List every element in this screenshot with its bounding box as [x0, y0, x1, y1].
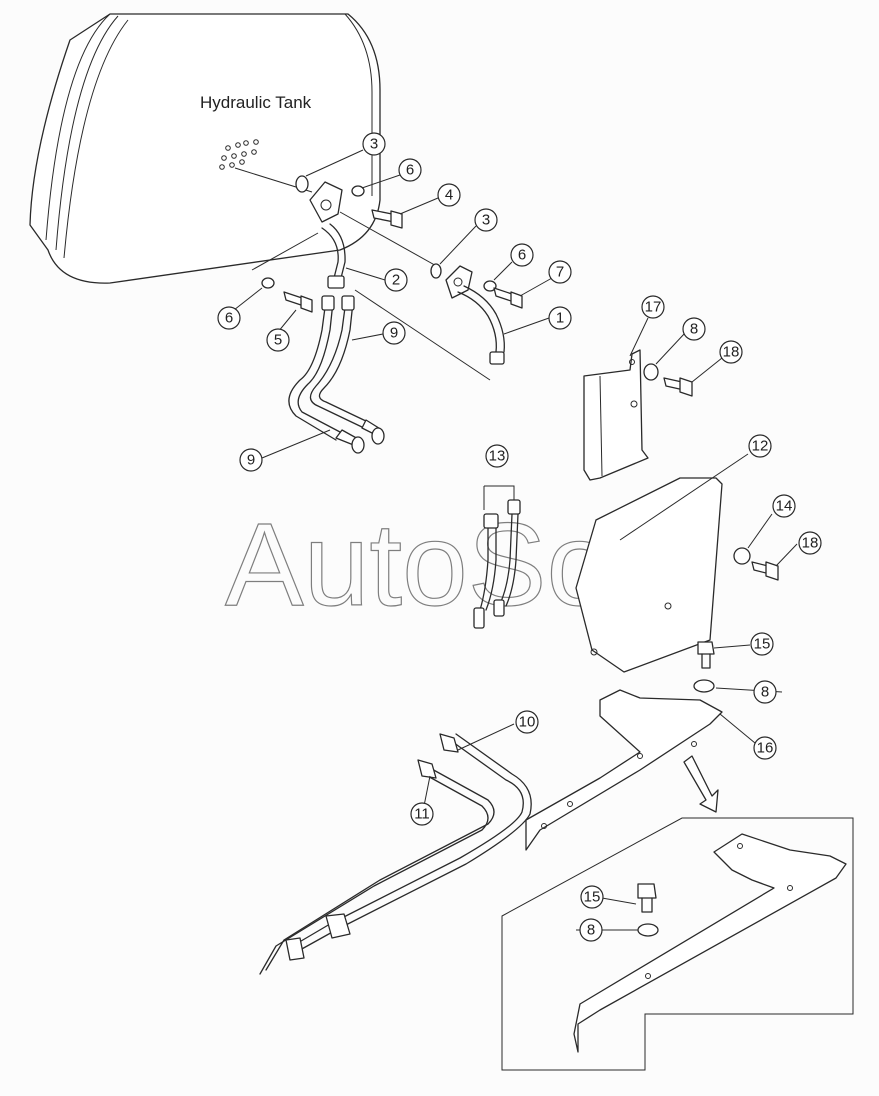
svg-text:3: 3 — [370, 136, 378, 153]
hose-assembly-9 — [288, 295, 385, 454]
svg-text:9: 9 — [247, 452, 255, 469]
svg-text:11: 11 — [414, 806, 430, 823]
svg-text:12: 12 — [752, 438, 769, 455]
svg-text:9: 9 — [390, 325, 398, 342]
svg-text:13: 13 — [489, 448, 506, 465]
callout-18: 18 — [798, 531, 822, 555]
svg-text:6: 6 — [406, 162, 414, 179]
callout-16: 16 — [753, 736, 777, 760]
callout-3: 3 — [474, 208, 498, 232]
cover-12 — [575, 477, 723, 673]
svg-text:6: 6 — [225, 310, 233, 327]
svg-text:3: 3 — [482, 212, 490, 229]
tank-port-holes — [219, 139, 259, 170]
callout-14: 14 — [772, 494, 796, 518]
callout-18: 18 — [719, 340, 743, 364]
svg-text:8: 8 — [690, 321, 698, 338]
callout-17: 17 — [641, 295, 665, 319]
callout-5: 5 — [266, 328, 290, 352]
callout-6: 6 — [398, 158, 422, 182]
hydraulic-tank: Hydraulic Tank — [29, 13, 381, 284]
bracket-16 — [525, 689, 723, 851]
callout-13: 13 — [485, 444, 509, 468]
callout-3: 3 — [362, 132, 386, 156]
callout-9: 9 — [382, 321, 406, 345]
svg-text:8: 8 — [587, 922, 595, 939]
svg-text:6: 6 — [518, 247, 526, 264]
svg-text:7: 7 — [556, 264, 564, 281]
upper-fittings — [234, 167, 523, 381]
callout-9: 9 — [239, 448, 263, 472]
callout-15: 15 — [750, 632, 774, 656]
svg-text:10: 10 — [519, 714, 536, 731]
detail-inset — [501, 817, 854, 1071]
svg-text:18: 18 — [802, 535, 819, 552]
callout-11: 11 — [410, 802, 434, 826]
callout-8: 8 — [753, 680, 777, 704]
svg-text:15: 15 — [754, 636, 771, 653]
hose-assembly-13 — [473, 485, 521, 629]
svg-text:16: 16 — [757, 740, 774, 757]
callouts: 1 2 3 3 4 5 6 6 6 7 8 8 8 9 9 10 11 12 1… — [217, 132, 822, 942]
bracket-17 — [583, 349, 649, 481]
callout-8: 8 — [682, 317, 706, 341]
svg-text:18: 18 — [723, 344, 740, 361]
svg-text:14: 14 — [776, 498, 793, 515]
callout-6: 6 — [510, 243, 534, 267]
callout-1: 1 — [548, 306, 572, 330]
svg-text:1: 1 — [556, 310, 564, 327]
callout-4: 4 — [437, 183, 461, 207]
pipes-10-11 — [259, 733, 532, 975]
callout-10: 10 — [515, 710, 539, 734]
callout-8: 8 — [579, 918, 603, 942]
svg-text:17: 17 — [645, 299, 662, 316]
svg-text:4: 4 — [445, 187, 453, 204]
callout-7: 7 — [548, 260, 572, 284]
callout-15: 15 — [580, 885, 604, 909]
svg-text:8: 8 — [761, 684, 769, 701]
tank-label: Hydraulic Tank — [200, 93, 312, 112]
callout-2: 2 — [384, 268, 408, 292]
svg-text:15: 15 — [584, 889, 601, 906]
callout-6: 6 — [217, 306, 241, 330]
callout-12: 12 — [748, 434, 772, 458]
svg-text:2: 2 — [392, 272, 400, 289]
svg-text:5: 5 — [274, 332, 282, 349]
